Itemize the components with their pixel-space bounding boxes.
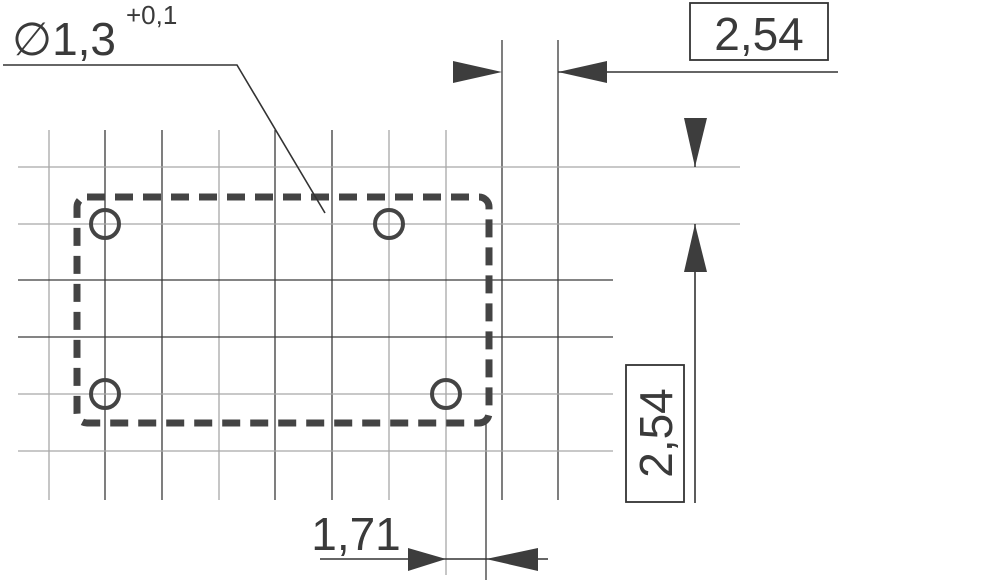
leader-line (3, 64, 326, 214)
hole-bottom-right (430, 378, 462, 410)
arrow-up-icon (684, 224, 707, 272)
grid-vertical-lines (48, 40, 559, 580)
holes (89, 208, 462, 410)
arrow-down-icon (684, 118, 707, 167)
hole-diameter-label: ∅1,3 (12, 13, 116, 65)
dimension-label-box (625, 364, 685, 503)
component-outline (73, 193, 493, 427)
hole-diameter-callout: ∅1,3 +0,1 (3, 0, 326, 214)
dimension-label-box (689, 2, 829, 61)
arrow-right-icon (453, 61, 502, 83)
offset-label: 1,71 (311, 508, 401, 560)
grid-horizontal-lines (18, 166, 740, 452)
arrow-right-icon (408, 548, 446, 571)
arrow-left-icon (558, 61, 607, 83)
hole-top-right (373, 208, 405, 240)
horizontal-pitch-label: 2,54 (714, 8, 804, 60)
hole-bottom-left (89, 378, 121, 410)
arrow-left-icon (486, 548, 538, 571)
hole-diameter-tolerance: +0,1 (126, 0, 177, 30)
offset-dimension: 1,71 (311, 508, 548, 571)
hole-top-left (89, 208, 121, 240)
vertical-pitch-dimension: 2,54 (625, 118, 707, 503)
horizontal-pitch-dimension: 2,54 (453, 2, 838, 83)
vertical-pitch-label: 2,54 (630, 388, 682, 478)
